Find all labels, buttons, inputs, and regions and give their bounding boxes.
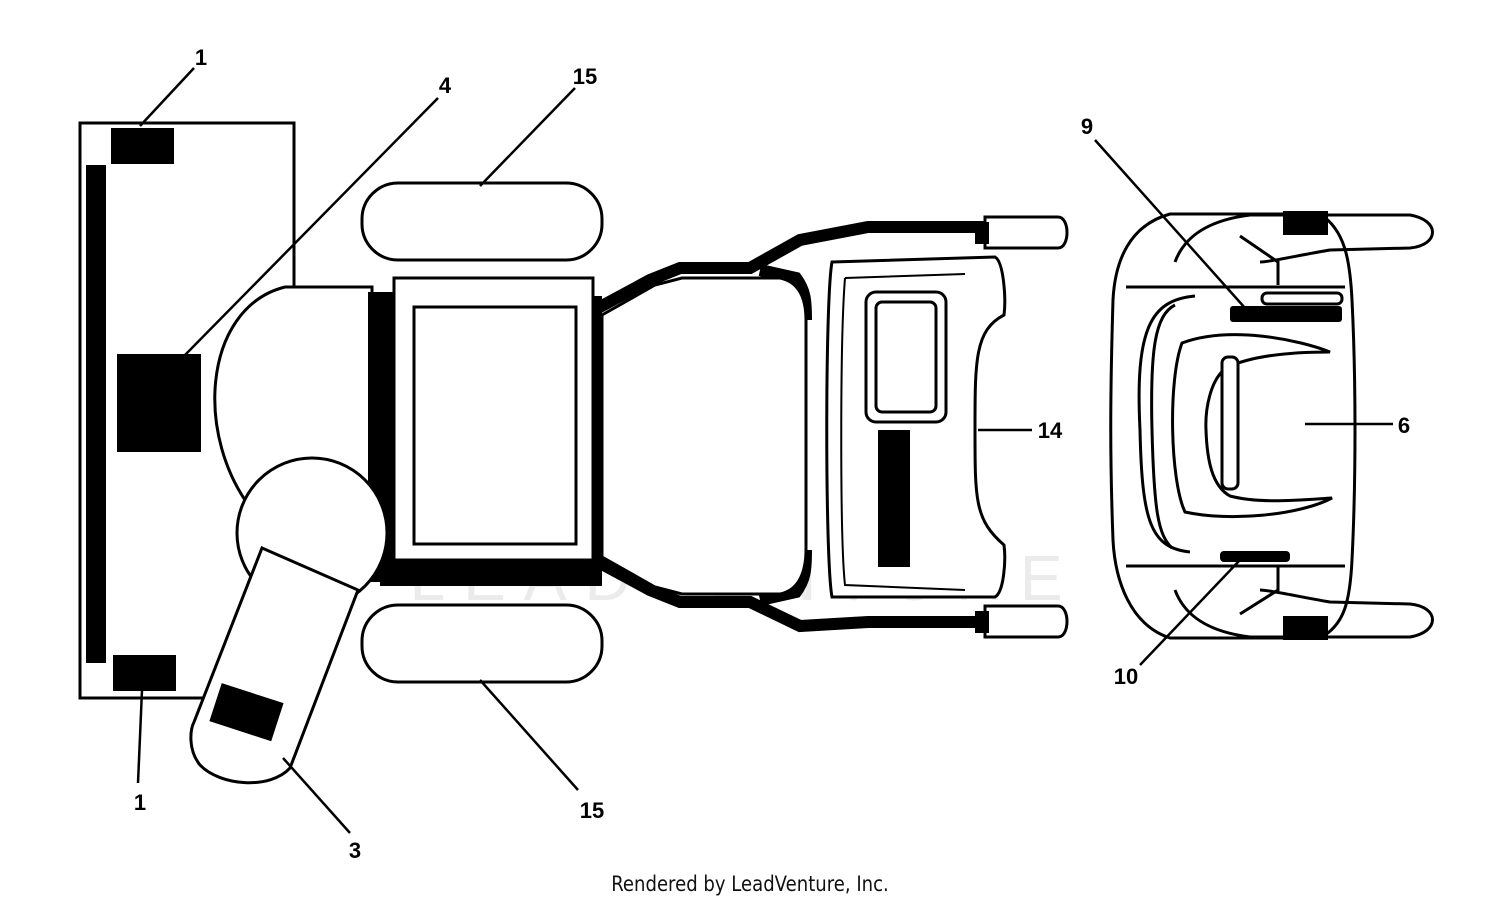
leader-9: [1094, 139, 1246, 309]
decal-1-bottom: [113, 655, 176, 691]
leader-lines: [136, 67, 1393, 834]
leader-1-top: [139, 67, 195, 127]
decal-9: [1230, 306, 1342, 322]
handle-center-body: [600, 276, 808, 596]
handle-loop-top: [1173, 213, 1434, 264]
engine-housing: [213, 285, 374, 502]
decal-14: [878, 430, 910, 567]
leader-3: [282, 757, 351, 834]
callout-10: 10: [1114, 664, 1138, 689]
leader-15-top: [479, 87, 576, 187]
grip-top: [983, 215, 1069, 250]
wheel-top: [360, 181, 604, 262]
callout-3: 3: [349, 838, 361, 863]
callout-9: 9: [1081, 114, 1093, 139]
decal-1-top: [111, 128, 174, 164]
handle-rail-top: [595, 221, 985, 314]
callout-1-top: 1: [195, 45, 207, 70]
console-shield: [1171, 333, 1333, 519]
loop-clip-bottom: [1283, 616, 1328, 640]
callout-15-top: 15: [573, 64, 597, 89]
footer-credit: Rendered by LeadVenture, Inc.: [611, 872, 889, 896]
callout-labels: 1 1 4 15 15 3 14 9 6 10: [134, 45, 1410, 863]
deck-edge-strip: [86, 165, 106, 663]
callout-15-bottom: 15: [580, 798, 604, 823]
seat-panel: [412, 305, 578, 546]
callout-14: 14: [1038, 418, 1063, 443]
grip-bottom-collar: [975, 611, 989, 633]
console-slot: [1220, 355, 1240, 491]
leader-1-bottom: [136, 689, 144, 784]
grip-top-collar: [975, 222, 989, 244]
side-swoop-inner: [1150, 303, 1176, 550]
panel-inner-outline: [840, 273, 966, 591]
mower-top-view: [78, 121, 1069, 785]
decal-3: [209, 683, 284, 742]
loop-clip-top: [1283, 211, 1328, 235]
side-swoop-left: [1137, 294, 1196, 554]
grip-bottom: [983, 604, 1069, 639]
leader-15-bottom: [479, 679, 579, 791]
callout-6: 6: [1398, 413, 1410, 438]
wheel-bottom: [360, 603, 604, 684]
callout-1-bottom: 1: [134, 790, 146, 815]
leader-4: [184, 97, 439, 356]
callout-4: 4: [439, 73, 452, 98]
panel-display: [874, 300, 938, 414]
decal-9-top-rib: [1260, 291, 1344, 306]
handle-console-detail: [1109, 211, 1434, 640]
handle-loop-bottom: [1173, 588, 1434, 639]
handle-rail-bottom: [595, 556, 985, 633]
decal-10: [1220, 551, 1290, 562]
bracket-top: [1239, 234, 1280, 285]
leader-10: [1139, 559, 1241, 666]
bracket-bottom: [1239, 566, 1280, 616]
decal-4: [117, 354, 201, 452]
